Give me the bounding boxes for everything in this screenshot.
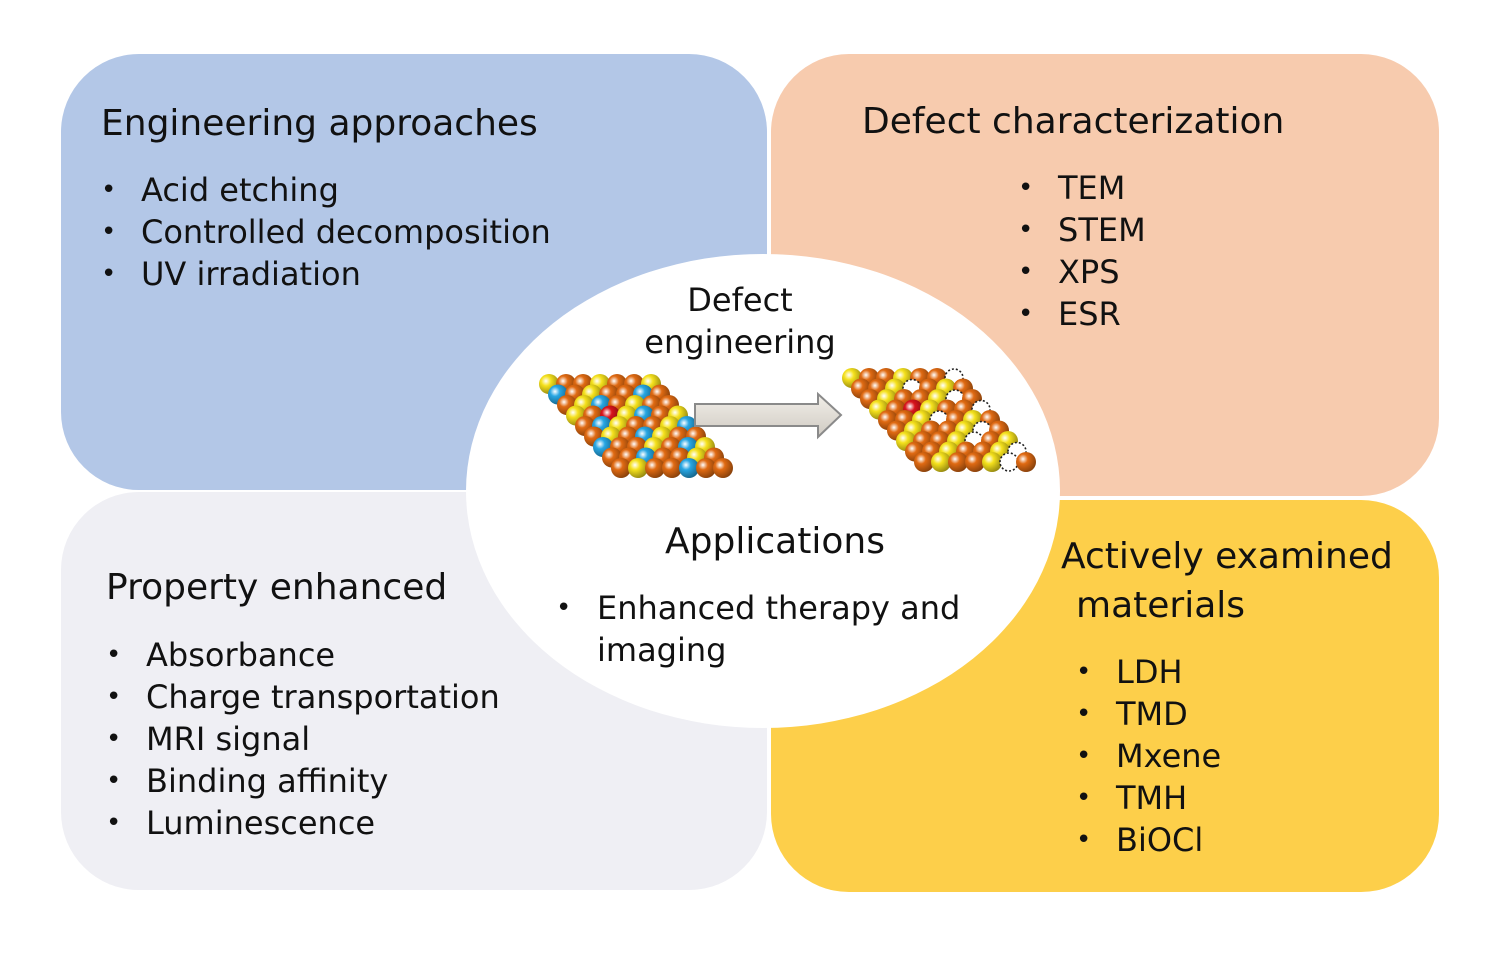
applications-title: Applications — [665, 521, 885, 562]
atom — [914, 452, 934, 472]
list-item: UV irradiation — [101, 253, 551, 295]
actively-examined-title-line1: Actively examined — [1061, 536, 1393, 577]
defective-lattice — [842, 368, 1036, 472]
pristine-lattice — [539, 374, 733, 478]
list-item: Luminescence — [106, 802, 500, 844]
list-item: LDH — [1076, 651, 1221, 693]
list-item: Absorbance — [106, 634, 500, 676]
list-item: Binding affinity — [106, 760, 500, 802]
list-item: Acid etching — [101, 169, 551, 211]
engineering-approaches-list: Acid etching Controlled decomposition UV… — [101, 169, 551, 295]
application-item-line2: imaging — [597, 631, 727, 669]
defect-title-line1: Defect — [687, 281, 793, 319]
list-item: ESR — [1018, 293, 1146, 335]
list-item: Mxene — [1076, 735, 1221, 777]
atom — [628, 458, 648, 478]
atom — [611, 458, 631, 478]
list-item: Controlled decomposition — [101, 211, 551, 253]
list-item: STEM — [1018, 209, 1146, 251]
atom — [696, 458, 716, 478]
list-item: TEM — [1018, 167, 1146, 209]
atom — [1016, 452, 1036, 472]
application-bullet: • — [556, 593, 572, 623]
actively-examined-list: LDH TMD Mxene TMH BiOCl — [1076, 651, 1221, 861]
atom — [713, 458, 733, 478]
list-item: TMD — [1076, 693, 1221, 735]
actively-examined-title-line2: materials — [1076, 585, 1246, 626]
list-item: MRI signal — [106, 718, 500, 760]
defect-title-line2: engineering — [644, 323, 836, 361]
engineering-approaches-title: Engineering approaches — [101, 103, 538, 144]
vacancy-site — [999, 452, 1019, 472]
defect-characterization-title: Defect characterization — [862, 101, 1285, 142]
property-enhanced-list: Absorbance Charge transportation MRI sig… — [106, 634, 500, 844]
atom — [679, 458, 699, 478]
application-item-line1: Enhanced therapy and — [597, 589, 961, 627]
list-item: TMH — [1076, 777, 1221, 819]
right-arrow-icon — [694, 391, 843, 440]
atom — [965, 452, 985, 472]
atom — [982, 452, 1002, 472]
atom — [662, 458, 682, 478]
list-item: Charge transportation — [106, 676, 500, 718]
list-item: BiOCl — [1076, 819, 1221, 861]
atom — [645, 458, 665, 478]
list-item: XPS — [1018, 251, 1146, 293]
atom — [931, 452, 951, 472]
atom — [948, 452, 968, 472]
center-ellipse — [466, 254, 1060, 728]
property-enhanced-title: Property enhanced — [106, 567, 448, 608]
defect-characterization-list: TEM STEM XPS ESR — [1018, 167, 1146, 335]
